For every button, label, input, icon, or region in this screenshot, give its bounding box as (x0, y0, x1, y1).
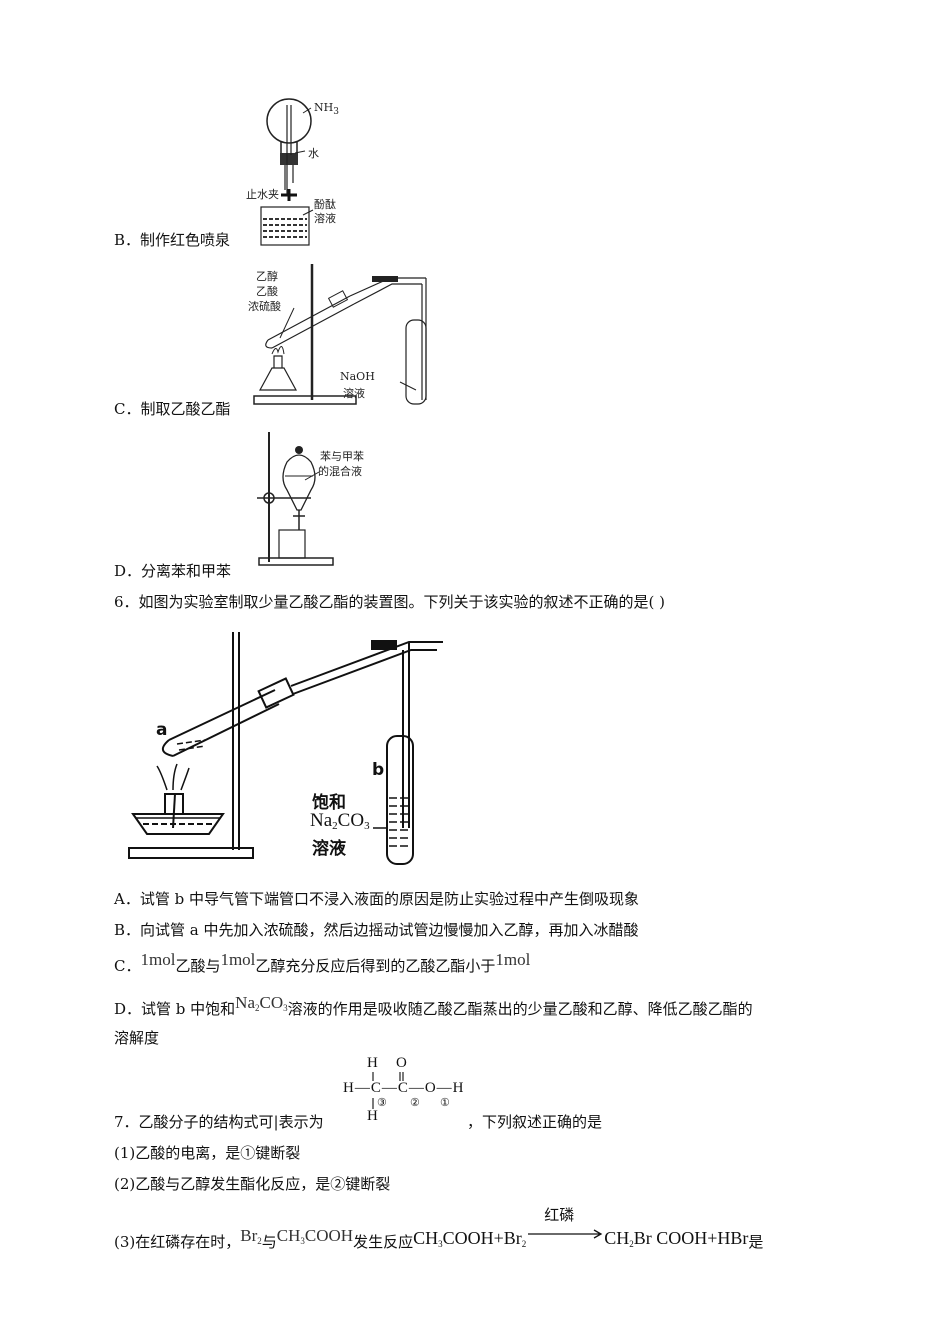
mixture-label-line2: 的混合液 (318, 465, 362, 478)
tube-a-label: a (156, 720, 168, 740)
question-7-stem: 7．乙酸分子的结构式可|表示为 (114, 1113, 324, 1131)
naoh-label: NaOH (340, 370, 375, 383)
acetic-acid-label: 乙酸 (256, 285, 278, 298)
option-5d: D．分离苯和甲苯 (114, 562, 232, 580)
water-label: 水 (308, 147, 319, 160)
option-6a: A．试管 b 中导气管下端管口不浸入液面的原因是防止实验过程中产生倒吸现象 (114, 890, 639, 908)
tube-b-label: b (372, 760, 385, 780)
structure-bond-bottom (372, 1098, 374, 1109)
structure-bonds-top (372, 1072, 404, 1081)
naoh-solution-label: 溶液 (343, 387, 365, 400)
option-5b: B．制作红色喷泉 (114, 231, 231, 249)
phenolphthalein-solution-label: 溶液 (314, 212, 336, 225)
solution-label: 溶液 (312, 839, 346, 859)
option-6b: B．向试管 a 中先加入浓硫酸，然后边摇动试管边慢慢加入乙醇，再加入冰醋酸 (114, 921, 639, 939)
na2co3-formula: Na2CO3 (235, 993, 288, 1013)
ester-apparatus-small-drawing (253, 264, 427, 405)
option-6c: C．1mol乙酸与1mol乙醇充分反应后得到的乙酸乙酯小于1mol (114, 950, 531, 975)
fountain-apparatus-drawing (260, 98, 314, 246)
statement-1: (1)乙酸的电离，是①键断裂 (114, 1144, 301, 1162)
reaction-equation-left: CH3COOH+Br2 (413, 1228, 527, 1249)
reaction-arrow: 红磷 (526, 1206, 604, 1247)
statement-2: (2)乙酸与乙醇发生酯化反应，是②键断裂 (114, 1175, 391, 1193)
option-6d-continued: 溶解度 (114, 1029, 160, 1047)
separatory-funnel-drawing (257, 432, 334, 566)
sulfuric-acid-label: 浓硫酸 (248, 300, 281, 313)
option-6d: D．试管 b 中饱和Na2CO3溶液的作用是吸收随乙酸乙酯蒸出的少量乙酸和乙醇、… (114, 993, 753, 1018)
ester-apparatus-large-drawing (128, 632, 443, 865)
mixture-label-line1: 苯与甲苯 (320, 450, 364, 463)
phenolphthalein-label: 酚酞 (314, 198, 336, 211)
reaction-equation-right: CH2Br COOH+HBr (604, 1228, 749, 1249)
option-5c: C．制取乙酸乙酯 (114, 400, 231, 418)
question-7-stem-end: ，下列叙述正确的是 (467, 1113, 603, 1131)
nh3-label: NH3 (314, 101, 339, 117)
saturated-label: 饱和 (312, 793, 346, 813)
clamp-label: 止水夹 (246, 188, 279, 201)
question-6-stem: 6．如图为实验室制取少量乙酸乙酯的装置图。下列关于该实验的叙述不正确的是( ) (114, 593, 666, 611)
ethanol-label: 乙醇 (256, 270, 278, 283)
na2co3-label: Na2CO3 (310, 810, 370, 832)
